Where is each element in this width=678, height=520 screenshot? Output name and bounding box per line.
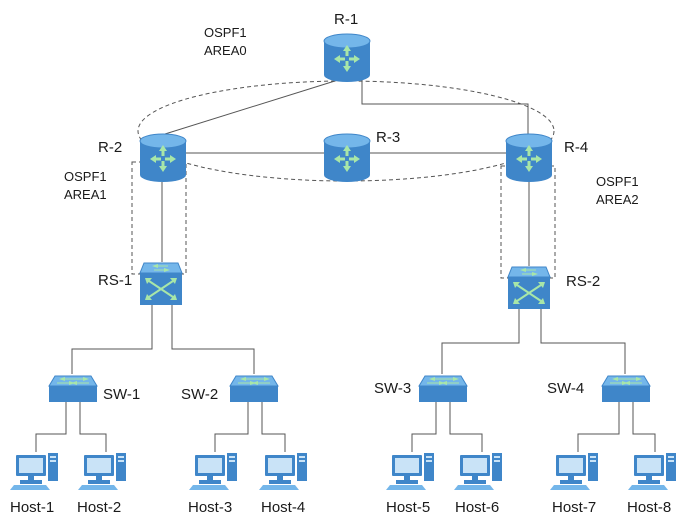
- host-h3[interactable]: [189, 453, 237, 490]
- router-r1[interactable]: [323, 33, 371, 83]
- switch-sw4[interactable]: [601, 375, 651, 403]
- link-sw1-h1: [35, 402, 67, 452]
- link-r1-r4: [361, 80, 529, 134]
- switch-sw1-label: SW-1: [103, 386, 140, 403]
- link-rs2-sw4: [540, 309, 626, 374]
- host-h4-label: Host-4: [261, 499, 305, 516]
- switch-icon: [418, 375, 468, 403]
- router-r4-label: R-4: [564, 139, 588, 156]
- host-h6[interactable]: [454, 453, 502, 490]
- link-rs2-sw3: [441, 309, 520, 374]
- host-h5[interactable]: [386, 453, 434, 490]
- host-h3-label: Host-3: [188, 499, 232, 516]
- area0-label-line2: AREA0: [204, 43, 247, 58]
- host-h6-label: Host-6: [455, 499, 499, 516]
- workstation-icon: [550, 453, 598, 490]
- switch-sw3-label: SW-3: [374, 380, 411, 397]
- link-sw3-h6: [449, 402, 483, 452]
- router-r2-label: R-2: [98, 139, 122, 156]
- router-r3[interactable]: [323, 133, 371, 183]
- route-switch-rs1-label: RS-1: [98, 272, 132, 289]
- workstation-icon: [454, 453, 502, 490]
- host-h7[interactable]: [550, 453, 598, 490]
- ospf-area2-boundary: [500, 165, 556, 279]
- switch-sw4-label: SW-4: [547, 380, 584, 397]
- link-sw1-h2: [79, 402, 107, 452]
- switch-sw1[interactable]: [48, 375, 98, 403]
- link-sw3-h5: [411, 402, 437, 452]
- link-sw2-h3: [214, 402, 249, 452]
- workstation-icon: [628, 453, 676, 490]
- area1-label-line2: AREA1: [64, 187, 107, 202]
- link-sw4-h7: [577, 402, 620, 452]
- route-switch-rs2[interactable]: [507, 266, 551, 310]
- host-h8[interactable]: [628, 453, 676, 490]
- host-h4[interactable]: [259, 453, 307, 490]
- router-icon: [323, 133, 371, 183]
- router-r1-label: R-1: [334, 11, 358, 28]
- router-r3-label: R-3: [376, 129, 400, 146]
- workstation-icon: [10, 453, 58, 490]
- switch-icon: [229, 375, 279, 403]
- router-icon: [139, 133, 187, 183]
- router-r2[interactable]: [139, 133, 187, 183]
- host-h1[interactable]: [10, 453, 58, 490]
- link-rs1-sw2: [171, 305, 255, 374]
- area2-label-line1: OSPF1: [596, 174, 639, 189]
- workstation-icon: [189, 453, 237, 490]
- switch-sw2[interactable]: [229, 375, 279, 403]
- workstation-icon: [259, 453, 307, 490]
- network-links: [35, 79, 656, 452]
- switch-sw2-label: SW-2: [181, 386, 218, 403]
- host-h2-label: Host-2: [77, 499, 121, 516]
- host-h1-label: Host-1: [10, 499, 54, 516]
- link-r1-r2: [164, 79, 339, 135]
- switch-icon: [601, 375, 651, 403]
- link-rs1-sw1: [71, 305, 153, 374]
- router-icon: [505, 133, 553, 183]
- area0-label-line1: OSPF1: [204, 25, 247, 40]
- workstation-icon: [386, 453, 434, 490]
- host-h5-label: Host-5: [386, 499, 430, 516]
- link-sw2-h4: [261, 402, 286, 452]
- switch-icon: [48, 375, 98, 403]
- host-h8-label: Host-8: [627, 499, 671, 516]
- switch-sw3[interactable]: [418, 375, 468, 403]
- area2-label-line2: AREA2: [596, 192, 639, 207]
- layer3-switch-icon: [507, 266, 551, 310]
- route-switch-rs1[interactable]: [139, 262, 183, 306]
- link-sw4-h8: [632, 402, 656, 452]
- host-h2[interactable]: [78, 453, 126, 490]
- route-switch-rs2-label: RS-2: [566, 273, 600, 290]
- host-h7-label: Host-7: [552, 499, 596, 516]
- area1-label-line1: OSPF1: [64, 169, 107, 184]
- workstation-icon: [78, 453, 126, 490]
- layer3-switch-icon: [139, 262, 183, 306]
- router-icon: [323, 33, 371, 83]
- router-r4[interactable]: [505, 133, 553, 183]
